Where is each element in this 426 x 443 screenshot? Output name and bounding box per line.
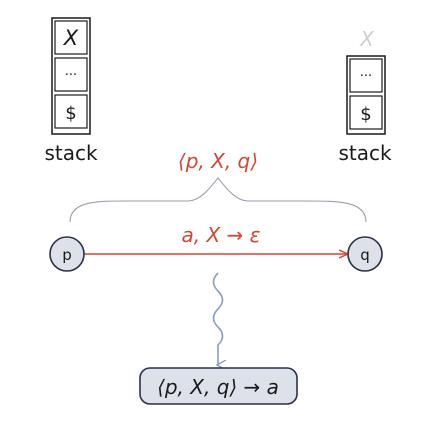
state-p-label: p [62, 246, 72, 264]
state-q-label: q [360, 246, 370, 264]
triple-label: ⟨p, X, q⟩ [178, 149, 258, 173]
left-stack-cell-top [54, 20, 88, 55]
right-stack-middle-symbol: ··· [360, 69, 372, 84]
left-stack-bottom-symbol: $ [65, 103, 76, 124]
state-q-circle [347, 236, 383, 272]
left-stack: X ··· $ stack [44, 17, 98, 165]
right-stack-popped-symbol: X [359, 27, 375, 51]
production-box: ⟨p, X, q⟩ → a [139, 367, 298, 405]
right-stack-label: stack [338, 141, 392, 165]
left-stack-cell-bottom [54, 94, 88, 129]
production-box-frame [139, 367, 298, 405]
right-stack-bottom-symbol: $ [360, 104, 371, 125]
state-q: q [347, 236, 383, 272]
right-stack-cell-bottom [349, 95, 383, 130]
state-p: p [49, 236, 85, 272]
transition-label: a, X → ε [182, 223, 261, 247]
derivation-squiggle-arrow [212, 272, 223, 365]
right-stack-cell-middle [349, 58, 383, 93]
left-stack-label: stack [44, 141, 98, 165]
curly-brace [69, 177, 367, 223]
right-stack: X ··· $ stack [338, 27, 392, 165]
left-stack-cell-middle [54, 57, 88, 92]
production-rule: ⟨p, X, q⟩ → a [157, 375, 279, 399]
left-stack-middle-symbol: ··· [65, 68, 77, 83]
state-p-circle [49, 236, 85, 272]
left-stack-top-symbol: X [63, 26, 79, 50]
